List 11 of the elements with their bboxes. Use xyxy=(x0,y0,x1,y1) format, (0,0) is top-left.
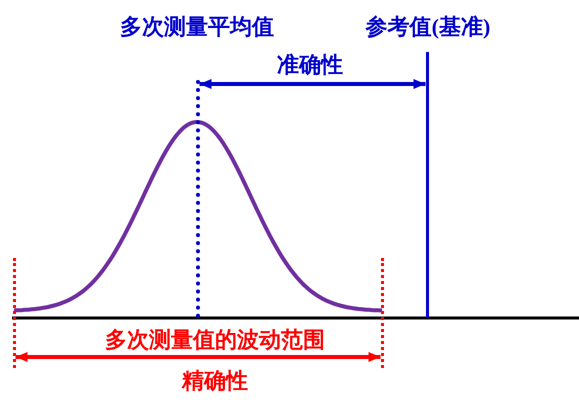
heading-label: 参考值(基准) xyxy=(366,14,490,40)
double-arrow xyxy=(200,79,426,89)
edge-label: 精确性 xyxy=(182,368,248,394)
edge-label: 准确性 xyxy=(277,52,343,78)
dotted-line xyxy=(196,80,200,318)
reference-line xyxy=(426,52,428,318)
dotted-line xyxy=(380,258,384,368)
range-label: 多次测量值的波动范围 xyxy=(105,327,325,353)
dotted-line xyxy=(12,258,16,368)
double-arrow xyxy=(16,352,380,362)
heading-label: 多次测量平均值 xyxy=(120,14,274,40)
